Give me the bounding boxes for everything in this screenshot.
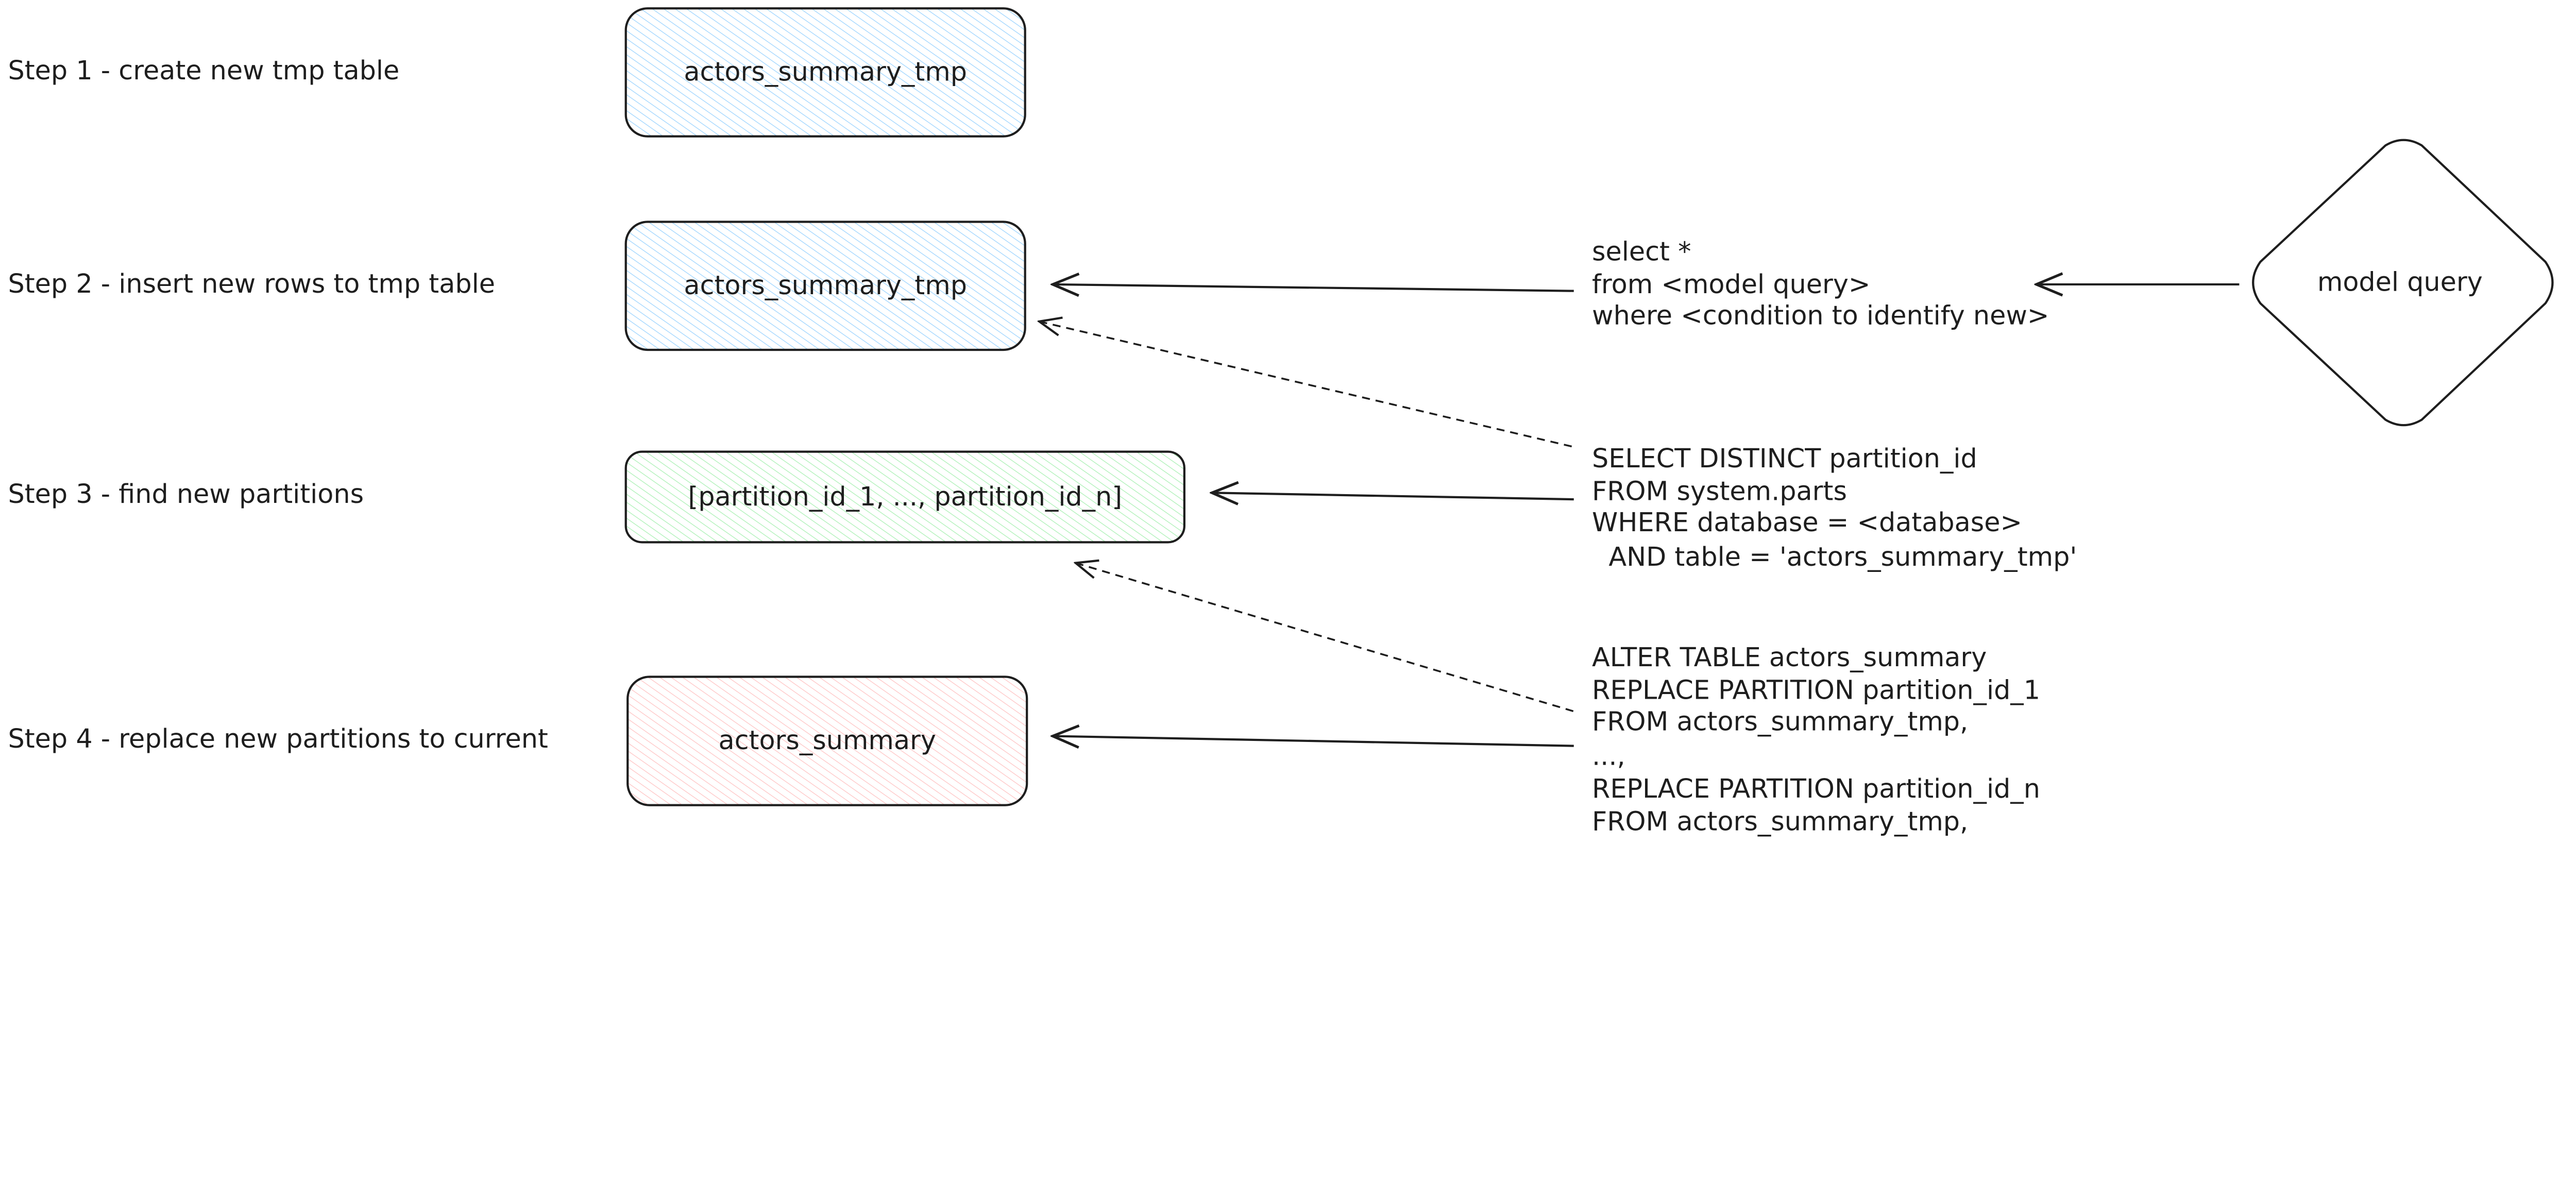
svg-text:FROM system.parts: FROM system.parts [1592, 476, 1847, 506]
step-1-label: Step 1 - create new tmp table [8, 55, 400, 86]
dashed-arrow-replace-from-partitions [1076, 563, 1574, 713]
box-label: [partition_id_1, ..., partition_id_n] [688, 481, 1122, 512]
actors-summary-box[interactable]: actors_summary [626, 676, 1028, 806]
arrow-find-to-partitions [1212, 493, 1574, 499]
insert-query-text: select * from <model query> where <condi… [1592, 236, 2049, 330]
arrow-replace-to-summary [1053, 736, 1574, 746]
dashed-arrow-find-from-tmp [1039, 322, 1574, 448]
tmp-table-box-step-2[interactable]: actors_summary_tmp [624, 221, 1026, 351]
diagram-canvas: Step 1 - create new tmp table Step 2 - i… [8, 7, 2554, 836]
step-2-label: Step 2 - insert new rows to tmp table [8, 268, 495, 299]
tmp-table-box-step-1[interactable]: actors_summary_tmp [624, 7, 1026, 138]
svg-text:REPLACE PARTITION partition_id: REPLACE PARTITION partition_id_1 [1592, 675, 2040, 705]
step-4-label: Step 4 - replace new partitions to curre… [8, 723, 548, 754]
svg-text:FROM actors_summary_tmp,: FROM actors_summary_tmp, [1592, 806, 1968, 836]
arrow-insert-to-tmp [1053, 284, 1574, 291]
step-3-label: Step 3 - find new partitions [8, 479, 364, 509]
svg-text:SELECT DISTINCT partition_id: SELECT DISTINCT partition_id [1592, 443, 1977, 474]
svg-text:ALTER TABLE actors_summary: ALTER TABLE actors_summary [1592, 642, 1987, 672]
find-partitions-query-text: SELECT DISTINCT partition_id FROM system… [1592, 443, 2077, 572]
svg-text:AND table = 'actors_summary_tm: AND table = 'actors_summary_tmp' [1592, 542, 2077, 572]
svg-text:...,: ..., [1592, 740, 1625, 771]
box-label: actors_summary_tmp [684, 270, 967, 300]
model-query-diamond[interactable]: model query [2252, 139, 2554, 427]
svg-text:from <model query>: from <model query> [1592, 269, 1870, 299]
svg-text:FROM actors_summary_tmp,: FROM actors_summary_tmp, [1592, 706, 1968, 736]
partitions-list-box[interactable]: [partition_id_1, ..., partition_id_n] [624, 450, 1185, 544]
svg-text:REPLACE PARTITION partition_id: REPLACE PARTITION partition_id_n [1592, 773, 2040, 804]
svg-text:where <condition to identify n: where <condition to identify new> [1592, 300, 2049, 331]
svg-text:WHERE database = <database>: WHERE database = <database> [1592, 507, 2022, 537]
svg-text:select *: select * [1592, 236, 1691, 266]
box-label: actors_summary_tmp [684, 57, 967, 87]
diamond-label: model query [2317, 267, 2483, 297]
replace-query-text: ALTER TABLE actors_summary REPLACE PARTI… [1592, 642, 2040, 836]
box-label: actors_summary [718, 725, 936, 755]
